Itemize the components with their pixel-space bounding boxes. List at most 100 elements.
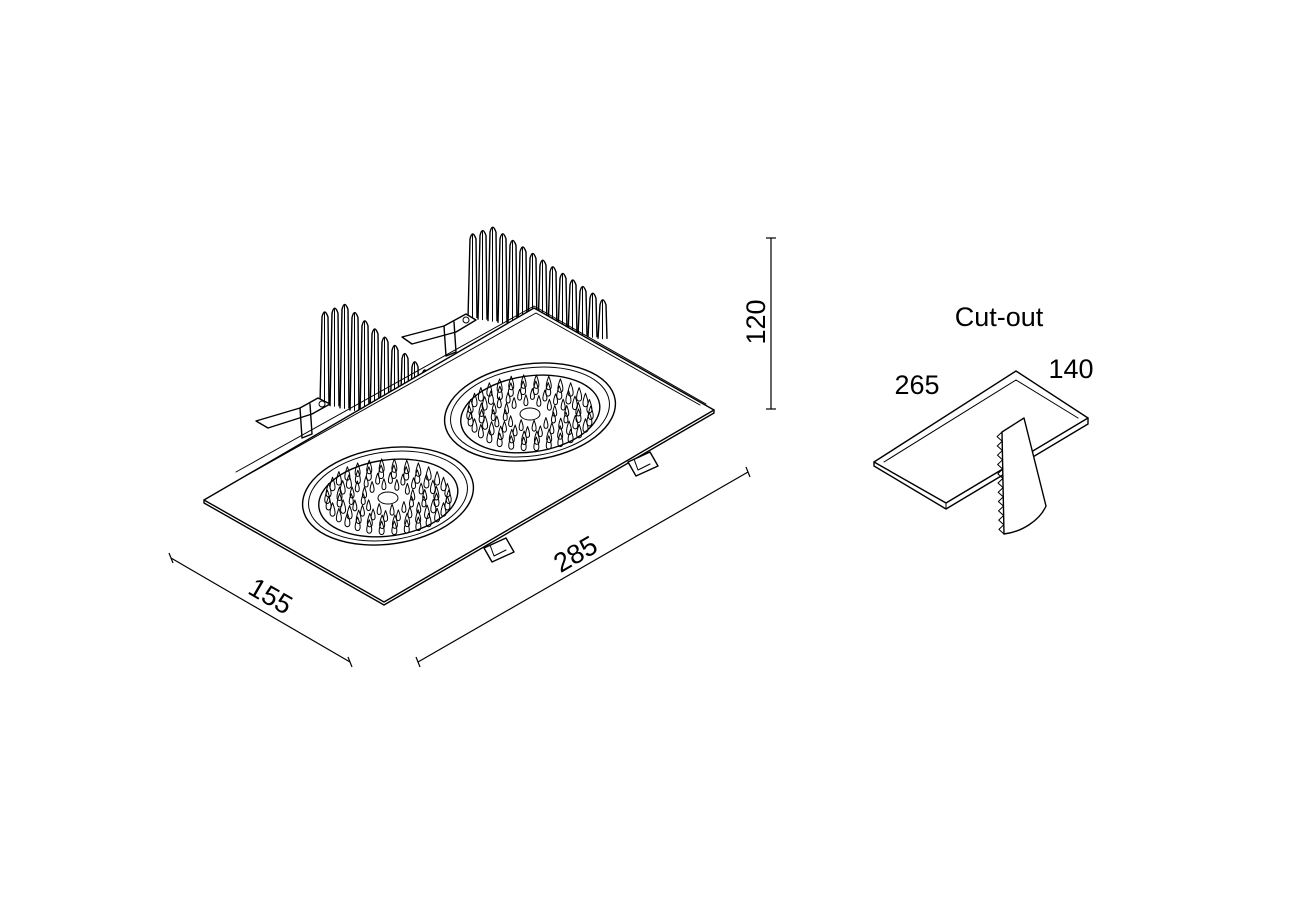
reflector-cup-right <box>443 362 617 462</box>
reflector-left-facet <box>354 480 360 493</box>
reflector-left-facet <box>440 476 447 492</box>
reflector-right-facet <box>486 428 493 444</box>
cutout-title: Cut-out <box>955 302 1044 332</box>
reflector-left-facet <box>349 486 355 499</box>
reflector-right-facet <box>525 426 531 438</box>
reflector-right-facet <box>488 421 495 436</box>
reflector-right-facet <box>543 417 549 429</box>
reflector-left-facet <box>422 489 428 501</box>
reflector-right-facet <box>520 374 527 389</box>
reflector-right-facet <box>557 378 564 393</box>
reflector-right-facet <box>494 415 500 428</box>
reflector-left-facet <box>403 466 410 481</box>
reflector-right-facet <box>477 387 484 402</box>
reflector-left-facet <box>365 466 372 481</box>
reflector-right-facet <box>560 398 566 411</box>
reflector-right-facet <box>586 412 593 427</box>
reflector-right-facet <box>575 401 582 417</box>
reflector-left-facet <box>352 499 358 512</box>
reflector-left-facet <box>339 480 346 495</box>
reflector-left-facet <box>390 464 397 480</box>
reflector-right-facet <box>487 390 494 405</box>
reflector-left-facet <box>381 478 387 491</box>
reflector-left-facet <box>434 507 441 523</box>
reflector-right-facet <box>471 392 478 408</box>
reflector-right-facet <box>586 398 593 414</box>
reflector-right-facet <box>521 430 528 445</box>
reflector-right-facet <box>558 417 564 430</box>
reflector-left-facet <box>370 508 376 521</box>
reflector-left-facet <box>329 476 336 492</box>
reflector-right-facet <box>567 428 574 444</box>
reflector-left-facet <box>378 458 385 473</box>
reflector-right-facet <box>490 409 496 421</box>
reflector-left-facet <box>404 482 410 495</box>
reflector-right-facet <box>531 419 537 432</box>
dimension-width: 155 <box>168 552 353 668</box>
reflector-right-facet <box>549 422 555 435</box>
reflector-left-facet <box>408 495 414 508</box>
reflector-left-facet <box>335 471 342 486</box>
reflector-left-facet <box>383 510 389 522</box>
reflector-left-facet <box>354 462 361 477</box>
reflector-left-facet <box>360 493 366 506</box>
reflector-cup-left <box>301 446 475 546</box>
reflector-left-facet <box>418 482 424 495</box>
cutout-length-label: 265 <box>894 370 939 400</box>
dimension-length-label: 285 <box>548 530 602 579</box>
reflector-right-facet <box>511 397 517 409</box>
reflector-right-facet <box>537 425 543 438</box>
reflector-left-facet <box>434 471 441 486</box>
reflector-right-facet <box>566 420 573 436</box>
reflector-right-facet <box>546 398 552 411</box>
reflector-left-facet <box>421 495 427 508</box>
reflector-right-facet <box>532 380 539 396</box>
saw-icon <box>996 417 1047 535</box>
reflector-right-facet <box>552 404 558 417</box>
reflector-right-facet <box>565 389 572 405</box>
reflector-right-facet <box>564 405 570 417</box>
reflector-left-facet <box>366 499 372 512</box>
reflector-left-facet <box>401 501 407 513</box>
reflector-left-facet <box>414 469 421 484</box>
reflector-right-facet <box>546 428 553 444</box>
reflector-left-facet <box>346 505 353 520</box>
reflector-left-facet <box>415 462 422 477</box>
reflector-right-facet <box>563 411 569 424</box>
reflector-right-facet <box>572 414 579 430</box>
reflector-left-facet <box>394 479 400 491</box>
reflector-left-facet <box>345 474 352 489</box>
reflector-right-facet <box>553 393 559 406</box>
reflector-left-facet <box>444 482 451 498</box>
fixing-tab-front <box>483 537 515 563</box>
reflector-left-facet <box>433 485 440 501</box>
dimension-width-label: 155 <box>243 572 297 621</box>
reflector-left-facet <box>363 475 369 488</box>
reflector-right-facet <box>545 375 552 391</box>
reflector-left-facet <box>415 516 422 532</box>
reflector-left-facet <box>429 479 436 495</box>
reflector-right-facet <box>576 423 583 439</box>
reflector-right-facet <box>505 391 511 404</box>
reflector-right-facet <box>517 388 523 401</box>
reflector-right-facet <box>508 375 515 391</box>
reflector-left-facet <box>410 488 416 501</box>
reflector-left-facet <box>348 493 354 505</box>
reflector-left-facet <box>423 473 430 489</box>
reflector-left-facet <box>379 514 386 529</box>
reflector-left-facet <box>376 503 382 515</box>
reflector-right-facet <box>536 395 542 407</box>
dimension-height-label: 120 <box>741 299 771 344</box>
cutout-diagram: Cut-out 265 140 <box>873 302 1094 535</box>
reflector-right-facet <box>550 411 556 424</box>
reflector-right-facet <box>523 394 529 407</box>
reflector-right-facet <box>504 402 510 415</box>
reflector-left-facet <box>369 481 375 493</box>
dimension-height: 120 <box>741 237 776 410</box>
reflector-right-facet <box>542 389 548 402</box>
reflector-right-facet <box>477 423 484 439</box>
reflector-right-facet <box>481 396 488 411</box>
reflector-left-facet <box>425 512 432 528</box>
